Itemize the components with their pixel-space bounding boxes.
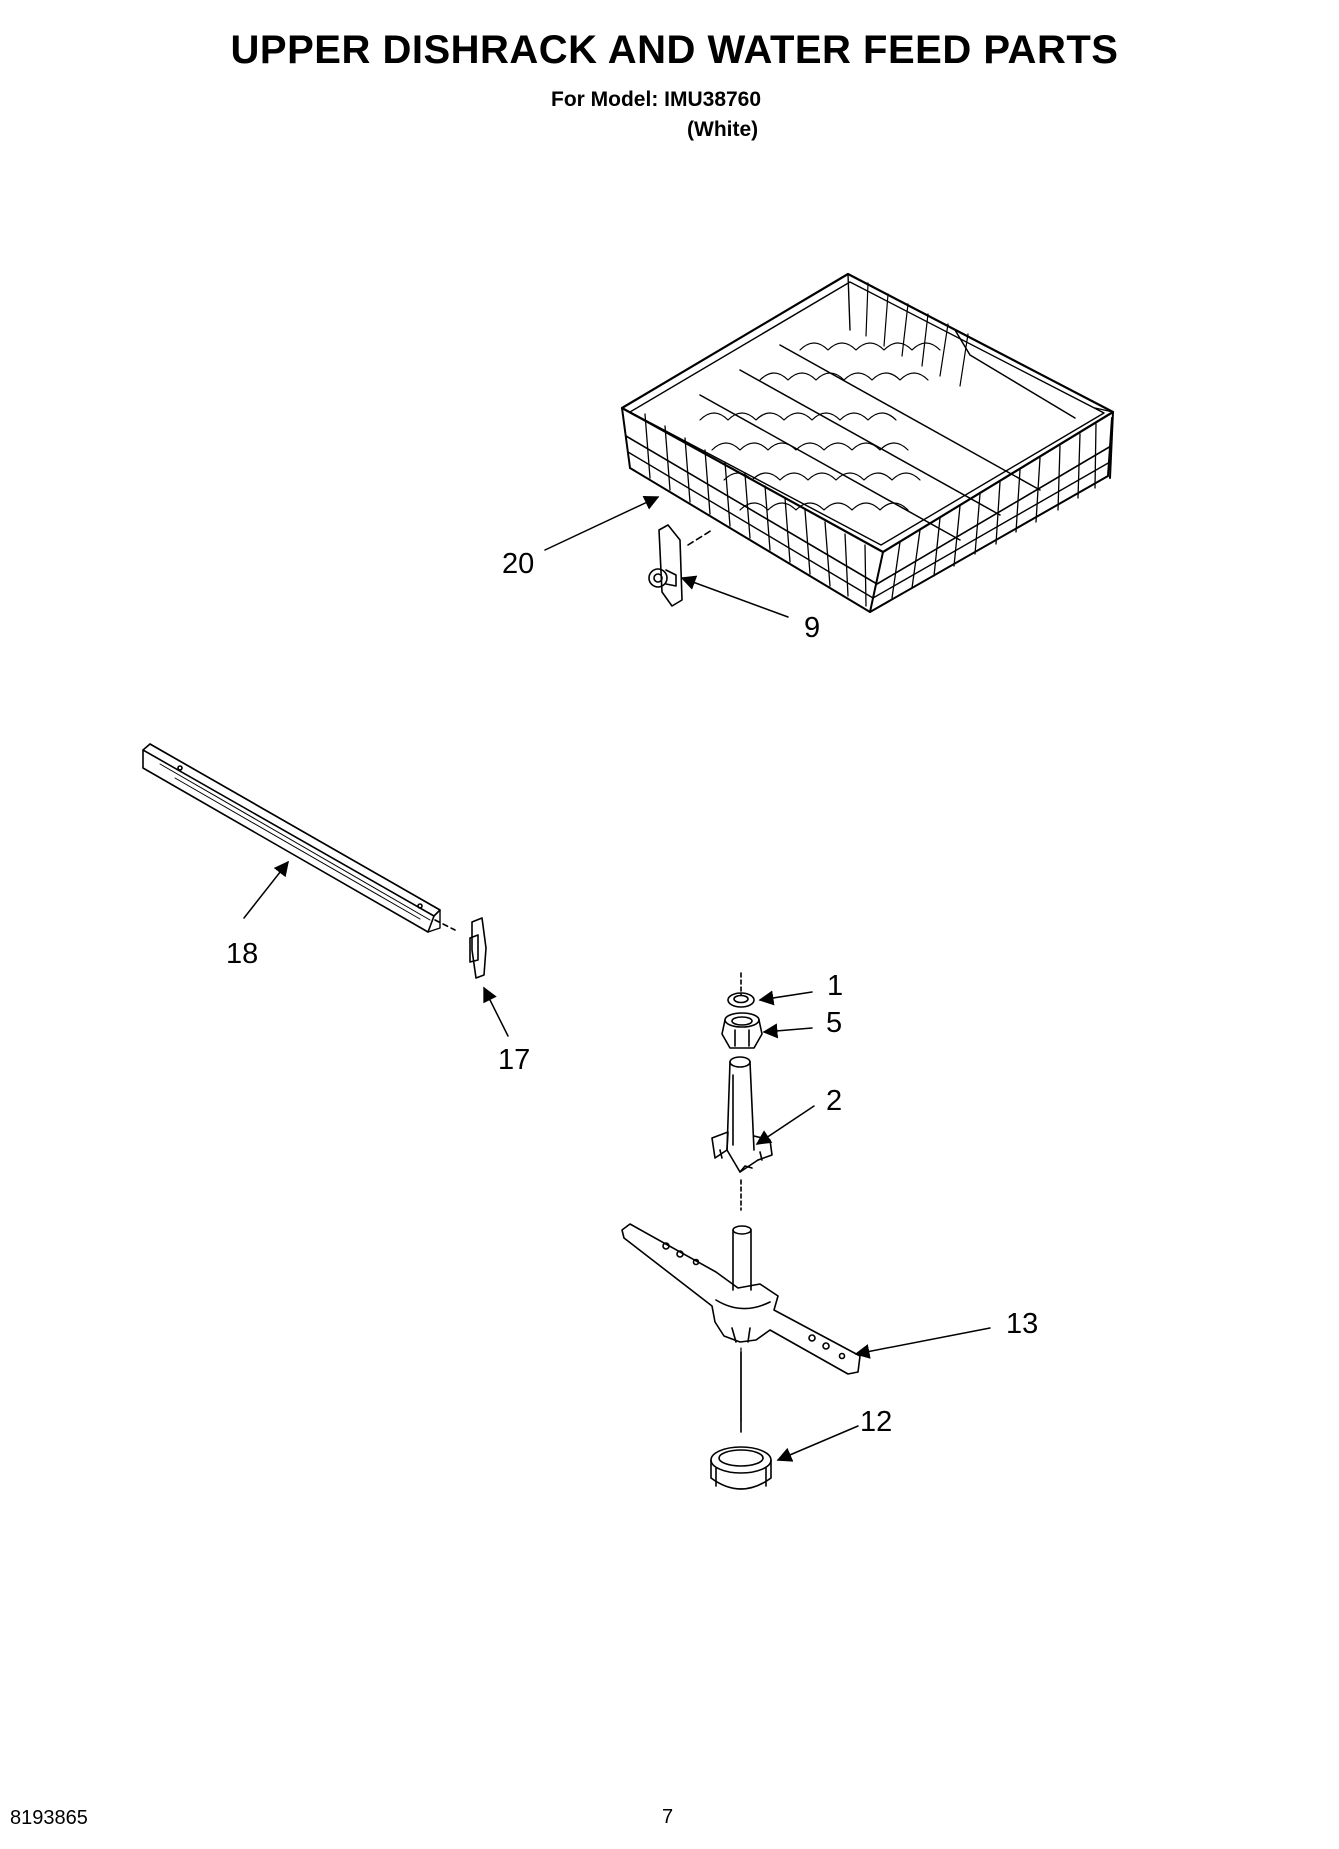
leader-13 <box>854 1327 991 1359</box>
leader-lines <box>243 495 991 1462</box>
callout-1: 1 <box>827 970 844 1002</box>
color-line: (White) <box>687 118 759 141</box>
callout-17: 17 <box>498 1044 531 1076</box>
leader-2 <box>755 1105 815 1145</box>
rack-adjuster-part <box>648 524 683 607</box>
nut-part <box>721 1012 763 1049</box>
water-feed-tube <box>711 1056 773 1173</box>
rack-rail <box>142 743 441 933</box>
washer-part <box>727 992 755 1008</box>
callout-12: 12 <box>860 1406 893 1438</box>
page-title: UPPER DISHRACK AND WATER FEED PARTS <box>230 28 1119 72</box>
leader-1 <box>758 990 813 1006</box>
callout-5: 5 <box>826 1007 843 1039</box>
leader-20 <box>544 495 660 551</box>
leader-17 <box>483 986 509 1037</box>
rail-end-cap <box>469 917 487 979</box>
callout-2: 2 <box>826 1085 843 1117</box>
upper-dishrack <box>620 272 1115 613</box>
callout-18: 18 <box>226 938 259 970</box>
document-number: 8193865 <box>10 1807 88 1829</box>
callout-13: 13 <box>1006 1308 1039 1340</box>
rail-dashed-line <box>434 919 456 931</box>
callout-9: 9 <box>804 612 821 644</box>
spray-arm <box>621 1223 861 1375</box>
bearing-ring <box>710 1446 772 1490</box>
leader-9 <box>680 575 789 618</box>
assembly-dashed-line <box>687 529 713 546</box>
leader-12 <box>776 1425 859 1462</box>
callout-20: 20 <box>502 548 535 580</box>
page-number: 7 <box>662 1806 674 1828</box>
model-line: For Model: IMU38760 <box>551 88 762 111</box>
leader-5 <box>762 1023 813 1039</box>
leader-18 <box>243 860 289 919</box>
